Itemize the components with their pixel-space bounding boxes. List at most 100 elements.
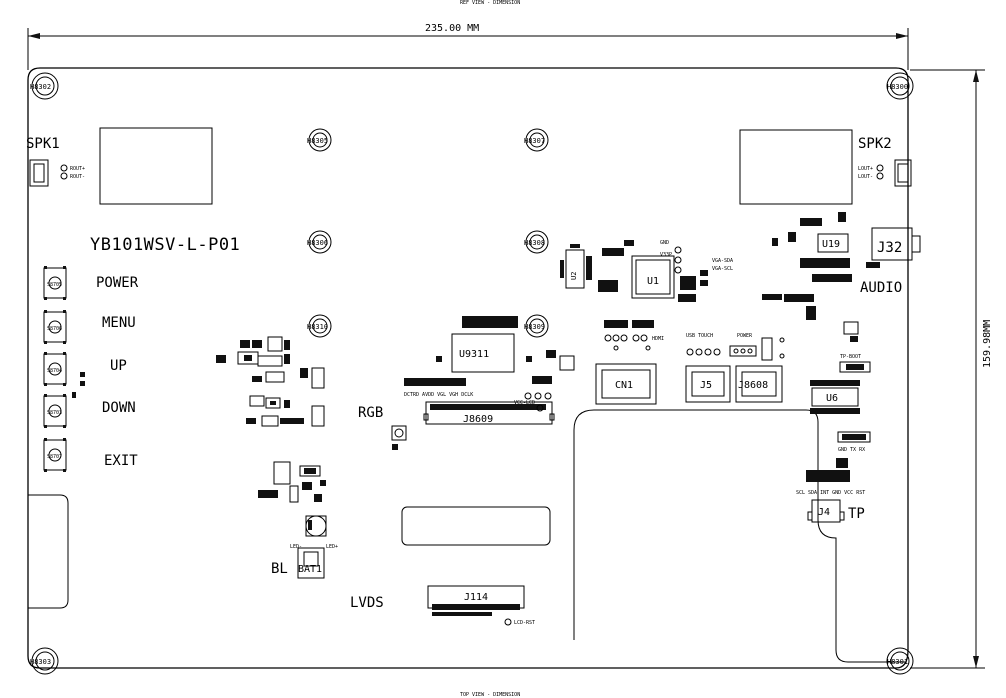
svg-text:H8309: H8309 xyxy=(524,323,545,331)
mount-hole-h8302: H8302 xyxy=(30,72,59,100)
connector-j4: J4 xyxy=(807,499,845,523)
svg-text:H8307: H8307 xyxy=(524,137,545,145)
svg-text:H8306: H8306 xyxy=(307,239,328,247)
power-label: POWER xyxy=(737,333,753,339)
height-label: 159.98MM xyxy=(982,320,993,368)
button-label-up: UP xyxy=(110,358,127,374)
svg-text:H8308: H8308 xyxy=(524,239,545,247)
chip-u2: U2 xyxy=(560,244,592,289)
width-dimension: 235.00 MM xyxy=(27,23,909,70)
usb-touch-label: USB TOUCH xyxy=(686,333,713,339)
connector-j8608: J8608 xyxy=(735,365,783,403)
board-notch-left xyxy=(28,494,69,609)
svg-text:LOUT-: LOUT- xyxy=(858,174,873,180)
mount-hole-h8301: H8301 xyxy=(886,647,914,675)
svg-text:GND TX RX: GND TX RX xyxy=(838,447,865,453)
svg-text:U2: U2 xyxy=(570,272,578,280)
button-up: S8704 UP xyxy=(43,352,127,386)
speaker-pad-left xyxy=(99,127,213,205)
button-exit: S8707 EXIT xyxy=(43,438,138,472)
button-down: S8703 DOWN xyxy=(43,392,136,428)
svg-text:S8707: S8707 xyxy=(47,454,62,460)
mount-hole-h8303: H8303 xyxy=(30,647,59,675)
section-label-lvds: LVDS xyxy=(350,595,384,611)
vga-pins: GND V33P VGA-SDA VGA-SCL xyxy=(660,240,733,274)
connector-j114: J114 LCD-RST xyxy=(427,585,535,626)
button-label-menu: MENU xyxy=(102,315,136,331)
bat1-connector: BAT1 xyxy=(297,547,325,579)
connector-j8609: J8609 xyxy=(423,401,555,425)
button-label-down: DOWN xyxy=(102,400,136,416)
speaker-connector-right: LOUT+ LOUT- xyxy=(858,159,912,187)
svg-text:LED+: LED+ xyxy=(326,544,338,550)
svg-text:U9311: U9311 xyxy=(459,349,489,360)
vcc-lcd-cluster: VCC-LCD xyxy=(514,350,575,412)
svg-text:S8703: S8703 xyxy=(47,410,62,416)
speaker-pad-right xyxy=(739,129,853,205)
svg-text:H8310: H8310 xyxy=(307,323,328,331)
svg-text:J5: J5 xyxy=(700,380,712,391)
tp-cluster: SCL SDA INT GND VCC RST xyxy=(796,458,865,496)
mount-hole-h8307: H8307 xyxy=(524,128,549,152)
mount-hole-h8309: H8309 xyxy=(524,314,549,338)
svg-text:H8302: H8302 xyxy=(30,83,51,91)
svg-text:BAT1: BAT1 xyxy=(298,564,322,575)
chip-u1: U1 xyxy=(598,240,708,302)
uart-header: GND TX RX xyxy=(837,431,871,453)
button-label-power: POWER xyxy=(96,275,139,291)
width-label: 235.00 MM xyxy=(425,23,479,34)
svg-text:VCC-LCD: VCC-LCD xyxy=(514,400,535,406)
tp-boot-label: TP-BOOT xyxy=(840,354,861,360)
svg-text:S8705: S8705 xyxy=(47,282,62,288)
mount-hole-h8305: H8305 xyxy=(307,128,332,152)
component-cluster-right-1 xyxy=(762,294,859,342)
svg-text:V33P: V33P xyxy=(660,252,672,258)
svg-text:H8301: H8301 xyxy=(887,658,908,666)
button-label-exit: EXIT xyxy=(104,453,138,469)
svg-text:J114: J114 xyxy=(464,592,488,603)
usb-touch-pins xyxy=(686,348,721,356)
component-cluster-left-2 xyxy=(246,395,325,427)
chip-u6: U6 xyxy=(810,380,860,414)
board-outline xyxy=(27,67,909,669)
svg-text:HDMI: HDMI xyxy=(652,336,664,342)
section-label-bl: BL xyxy=(271,561,288,577)
power-pins xyxy=(729,337,785,361)
svg-text:LED-: LED- xyxy=(290,544,302,550)
mount-hole-h8310: H8310 xyxy=(307,314,332,338)
svg-text:DCTRD AVDD VGL VGH DCLK: DCTRD AVDD VGL VGH DCLK xyxy=(404,392,473,398)
connector-cn1: CN1 xyxy=(595,363,657,405)
header-faint-text: REF VIEW - DIMENSION xyxy=(460,0,520,6)
chip-u9311: U9311 xyxy=(436,316,532,373)
section-label-tp: TP xyxy=(848,506,865,522)
mount-hole-h8300: H8300 xyxy=(886,72,914,100)
svg-text:H8303: H8303 xyxy=(30,658,51,666)
rgb-potentiometer xyxy=(391,425,407,450)
connector-j5: J5 xyxy=(685,365,731,403)
svg-text:J4: J4 xyxy=(818,507,830,518)
svg-text:ROUT+: ROUT+ xyxy=(70,166,85,172)
speaker-connector-left: ROUT+ ROUT- xyxy=(29,159,85,187)
connector-j32: J32 xyxy=(866,227,921,268)
mount-hole-h8308: H8308 xyxy=(524,230,549,254)
svg-text:U6: U6 xyxy=(826,393,838,404)
svg-text:GND: GND xyxy=(660,240,669,246)
svg-text:VGA-SCL: VGA-SCL xyxy=(712,266,733,272)
section-label-audio: AUDIO xyxy=(860,280,902,296)
section-label-rgb: RGB xyxy=(358,405,383,421)
component-cluster-left-1 xyxy=(216,336,325,389)
button-power: S8705 POWER xyxy=(43,266,139,300)
tp-boot-header xyxy=(839,361,871,373)
svg-text:ROUT-: ROUT- xyxy=(70,174,85,180)
bl-inductor: LED- LED+ xyxy=(290,515,338,550)
svg-text:J8608: J8608 xyxy=(738,380,768,391)
svg-text:J32: J32 xyxy=(877,240,902,256)
svg-text:U19: U19 xyxy=(822,239,840,250)
svg-text:U1: U1 xyxy=(647,276,659,287)
chip-u19: U19 xyxy=(772,212,852,282)
height-dimension: 159.98MM xyxy=(910,69,993,669)
svg-text:S8706: S8706 xyxy=(47,326,62,332)
svg-text:VGA-SDA: VGA-SDA xyxy=(712,258,733,264)
speaker-label-spk1: SPK1 xyxy=(26,136,60,152)
